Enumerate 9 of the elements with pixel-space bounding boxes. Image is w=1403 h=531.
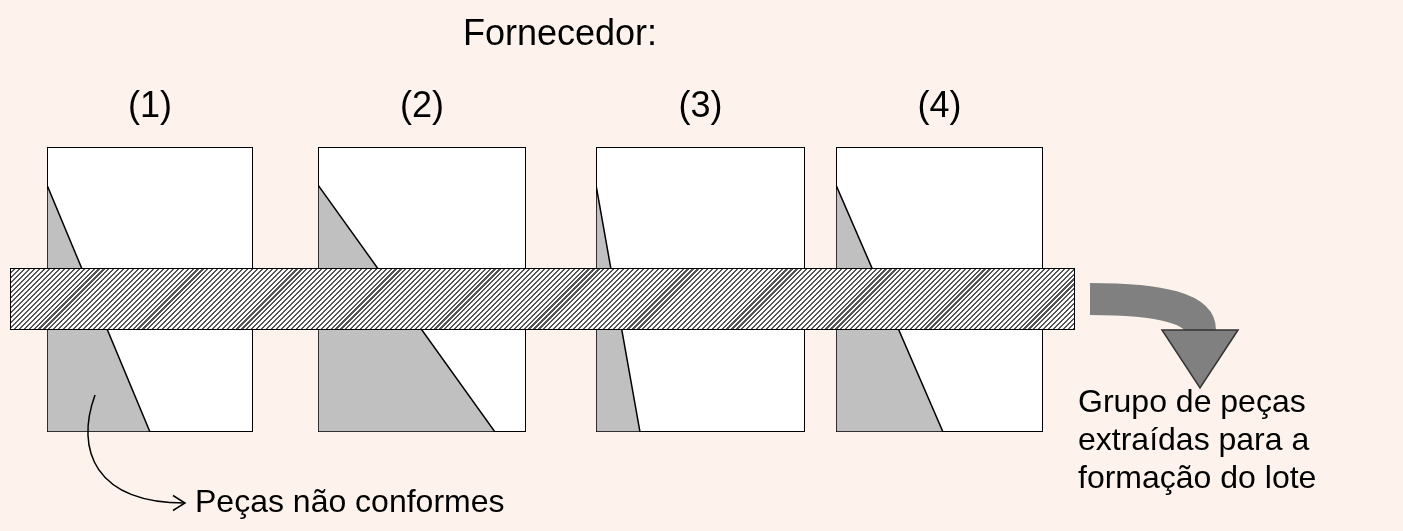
- heading-label: (4): [916, 85, 963, 125]
- heading-label: (1): [127, 85, 173, 125]
- heading-label: (2): [399, 85, 445, 125]
- caption-text: Grupo de peças extraídas para a formação do lote: [1078, 382, 1403, 496]
- title: Fornecedor:: [461, 12, 659, 54]
- heading-label: (3): [677, 85, 724, 125]
- caption-text: Peças não conformes: [195, 482, 595, 520]
- leader-line: [87, 394, 186, 511]
- hatched-bar: [10, 268, 1075, 330]
